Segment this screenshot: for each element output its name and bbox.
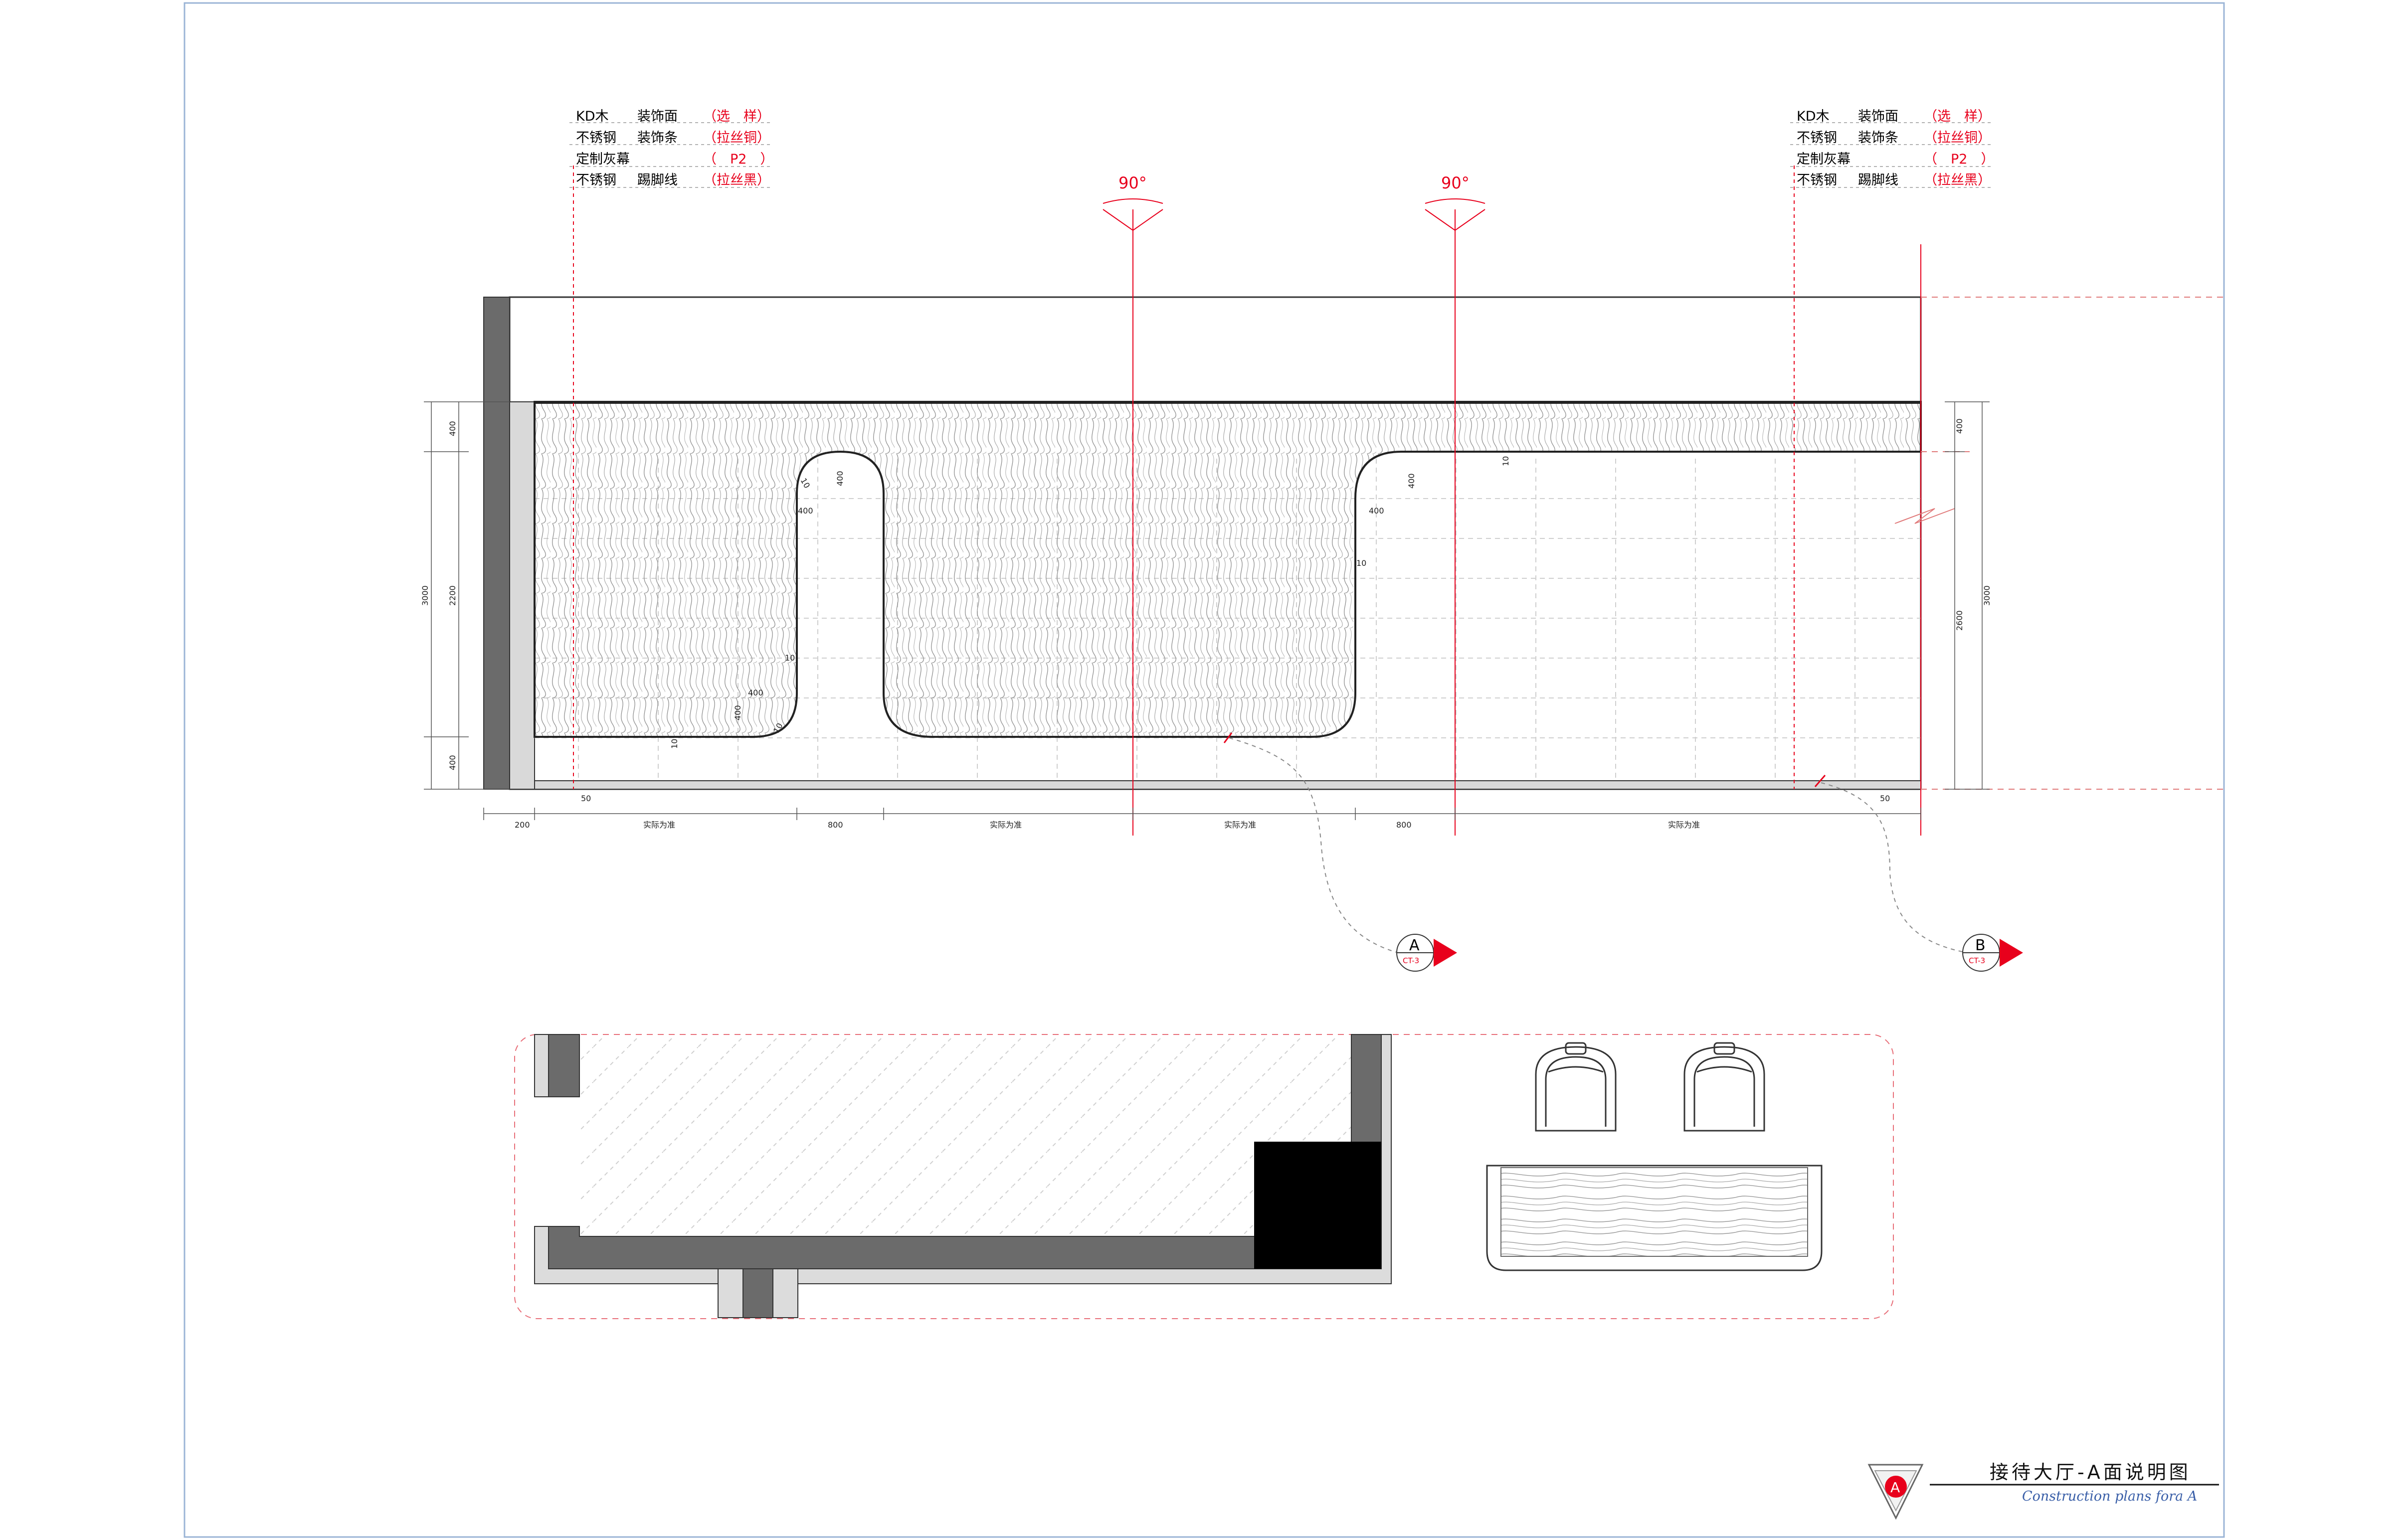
section-marker-b: B CT-3 bbox=[1962, 934, 2023, 972]
dim-right-outer: 3000 bbox=[1982, 585, 1992, 606]
dim-left-inner: 2200 bbox=[448, 585, 457, 606]
curve-dim: 10 bbox=[799, 477, 812, 490]
legend-part: 踢脚线 bbox=[637, 172, 678, 188]
break-symbol bbox=[1894, 508, 1955, 524]
plan-floor bbox=[579, 1037, 1351, 1236]
section-ref: CT-3 bbox=[1403, 956, 1419, 965]
curve-dimensions: 400 400 10 10 400 400 10 10 400 400 10 1… bbox=[670, 456, 1510, 749]
plan-boundary bbox=[514, 1034, 1894, 1319]
legend-spec: （ P2 ） bbox=[703, 152, 773, 167]
wall-column bbox=[483, 297, 510, 790]
curve-dim: 400 bbox=[733, 705, 742, 720]
baseboard bbox=[534, 780, 1921, 790]
dim-bottom: 实际为准 bbox=[990, 820, 1022, 830]
title-block: A 接待大厅-A面说明图 Construction plans fora A bbox=[1867, 1461, 2219, 1520]
legend-spec: （拉丝黑） bbox=[703, 172, 770, 188]
legend-part: 装饰面 bbox=[1858, 109, 1898, 124]
dim-bottom: 实际为准 bbox=[1668, 820, 1700, 830]
leader-A bbox=[1229, 737, 1397, 953]
legend-part: 装饰条 bbox=[637, 130, 678, 146]
legend-material: 定制灰幕 bbox=[576, 152, 630, 167]
legend-material: 定制灰幕 bbox=[1797, 152, 1851, 167]
curve-dim: 10 bbox=[785, 653, 795, 663]
dim-bottom: 800 bbox=[828, 820, 843, 830]
legend-part: 装饰面 bbox=[637, 109, 678, 124]
curve-dim: 400 bbox=[798, 506, 813, 515]
curve-dim: 400 bbox=[835, 471, 845, 486]
dim-base-left: 50 bbox=[581, 794, 591, 803]
dimensions-right bbox=[1945, 401, 1990, 790]
curve-dim: 10 bbox=[1501, 456, 1510, 466]
plan-column bbox=[1254, 1142, 1381, 1269]
section-ref: CT-3 bbox=[1969, 956, 1985, 965]
sheet-border bbox=[184, 2, 2225, 1538]
plan-wall-left-top bbox=[548, 1034, 580, 1097]
legend-material: 不锈钢 bbox=[576, 130, 616, 146]
legend-material: 不锈钢 bbox=[576, 172, 616, 188]
plan-view bbox=[514, 1034, 1894, 1319]
dim-bottom: 实际为准 bbox=[643, 820, 675, 830]
legend-spec: （拉丝黑） bbox=[1924, 172, 1991, 188]
dimensions-left bbox=[424, 401, 510, 790]
legend-material: 不锈钢 bbox=[1797, 172, 1837, 188]
wood-panel bbox=[534, 401, 1922, 738]
title-letter: A bbox=[1890, 1479, 1900, 1496]
angle-label: 90° bbox=[1118, 173, 1147, 192]
legend-part: 踢脚线 bbox=[1858, 172, 1898, 188]
section-marker-a: A CT-3 bbox=[1396, 934, 1457, 972]
reference-lines bbox=[573, 166, 1921, 836]
section-letter: A bbox=[1409, 937, 1420, 954]
legend-right: KD木 装饰面 （选 样） 不锈钢 装饰条 （拉丝铜） 定制灰幕 （ P2 ） … bbox=[1790, 109, 1994, 188]
legend-part: 装饰条 bbox=[1858, 130, 1898, 146]
legend-left: KD木 装饰面 （选 样） 不锈钢 装饰条 （拉丝铜） 定制灰幕 （ P2 ） … bbox=[569, 109, 773, 188]
legend-spec: （选 样） bbox=[703, 109, 770, 124]
dim-bottom: 800 bbox=[1396, 820, 1412, 830]
dim-bottom: 200 bbox=[515, 820, 530, 830]
legend-material: KD木 bbox=[1797, 109, 1830, 124]
legend-spec: （ P2 ） bbox=[1924, 152, 1994, 167]
red-markers bbox=[1223, 732, 1826, 787]
dim-right-inner: 2600 bbox=[1955, 610, 1964, 631]
wood-panel-top bbox=[535, 402, 1921, 404]
dim-left-top: 400 bbox=[448, 421, 457, 436]
angle-label: 90° bbox=[1441, 173, 1470, 192]
angle-marker-1: 90° bbox=[1103, 173, 1163, 231]
chair-icon bbox=[1683, 1042, 1765, 1132]
legend-material: 不锈钢 bbox=[1797, 130, 1837, 146]
extension-lines bbox=[1921, 297, 2224, 790]
curve-dim: 10 bbox=[1356, 558, 1366, 568]
plan-pillar bbox=[742, 1268, 773, 1318]
curve-dim: 400 bbox=[1407, 473, 1416, 489]
title-english: Construction plans fora A bbox=[2022, 1489, 2197, 1504]
legend-spec: （拉丝铜） bbox=[1924, 130, 1991, 146]
dim-right-top: 400 bbox=[1955, 418, 1964, 434]
leader-B bbox=[1821, 782, 1965, 953]
section-letter: B bbox=[1975, 937, 1986, 954]
curve-dim: 400 bbox=[1369, 506, 1384, 515]
title-chinese: 接待大厅-A面说明图 bbox=[1990, 1461, 2191, 1483]
chair-icon bbox=[1535, 1042, 1617, 1132]
dim-bottom: 实际为准 bbox=[1224, 820, 1256, 830]
dim-left-outer: 3000 bbox=[420, 585, 430, 606]
dimensions-bottom bbox=[483, 808, 1921, 820]
curve-dim: 400 bbox=[748, 688, 763, 697]
elevation-view: 90° 90° bbox=[483, 166, 2224, 836]
wall-trim bbox=[509, 401, 535, 790]
legend-spec: （选 样） bbox=[1924, 109, 1991, 124]
dim-left-bottom: 400 bbox=[448, 755, 457, 770]
legend-spec: （拉丝铜） bbox=[703, 130, 770, 146]
legend-material: KD木 bbox=[576, 109, 609, 124]
curve-dim: 10 bbox=[670, 739, 679, 749]
dim-base-right: 50 bbox=[1880, 794, 1890, 803]
angle-marker-2: 90° bbox=[1425, 173, 1485, 231]
